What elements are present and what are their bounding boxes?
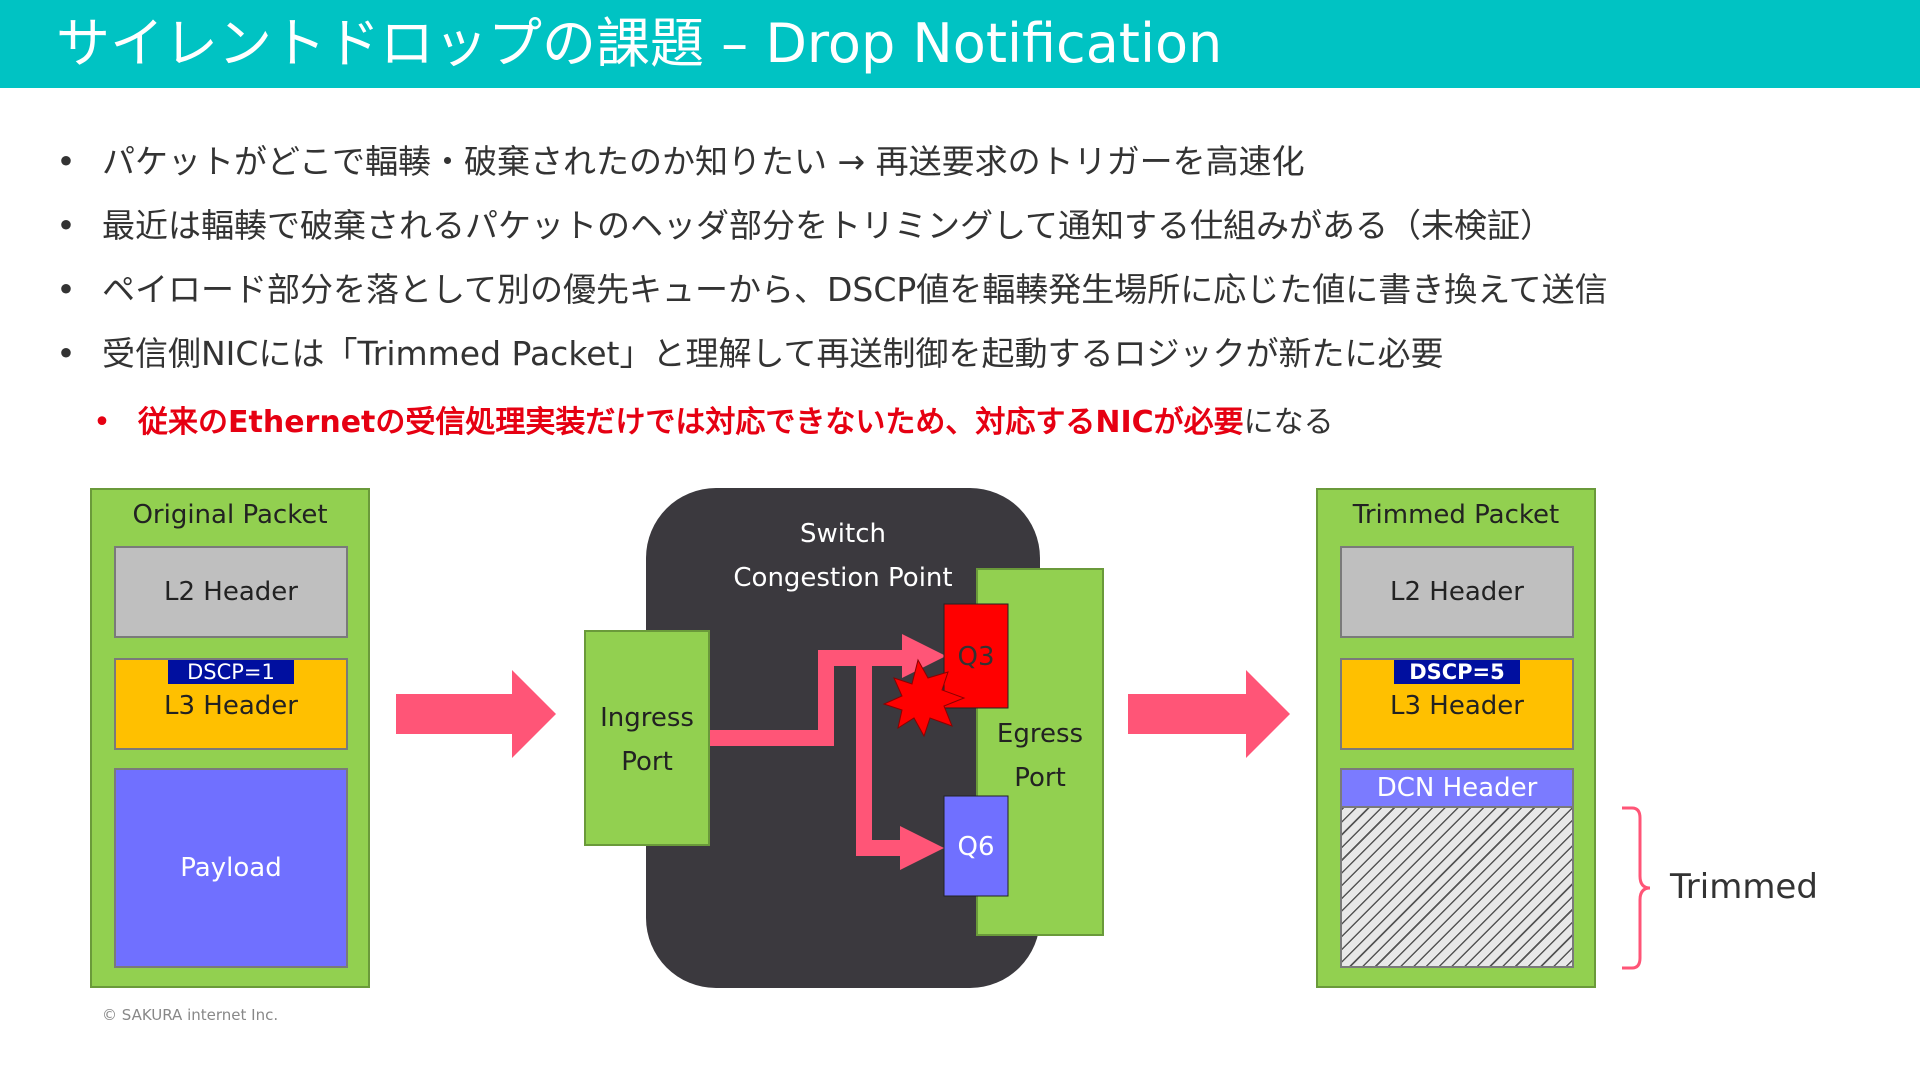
l3-header-label: L3 Header [1390, 691, 1524, 721]
q6-label: Q6 [957, 832, 995, 862]
drop-burst-icon [882, 658, 966, 738]
bullet-dot-icon: • [56, 270, 76, 309]
trimmed-packet: Trimmed Packet L2 Header DSCP=5 L3 Heade… [1316, 488, 1596, 988]
l2-header-field: L2 Header [1340, 546, 1574, 638]
bullet-dot-icon: • [93, 405, 111, 440]
bullet-dot-icon: • [56, 206, 76, 245]
original-packet: Original Packet L2 Header DSCP=1 L3 Head… [90, 488, 370, 988]
original-packet-title: Original Packet [132, 500, 328, 530]
payload-field: Payload [114, 768, 348, 968]
sub-bullet-text: 従来のEthernetの受信処理実装だけでは対応できないため、対応するNICが必… [138, 400, 1334, 446]
bullet-dot-icon: • [56, 334, 76, 373]
q3-queue [943, 603, 1009, 709]
l3-header-label: L3 Header [164, 691, 298, 721]
copyright-footer: © SAKURA internet Inc. [102, 1006, 279, 1024]
flow-arrow-icon [396, 670, 556, 758]
egress-port-label-1: Egress [996, 719, 1084, 749]
q3-label: Q3 [957, 642, 995, 672]
ingress-port-label-1: Ingress [600, 703, 694, 733]
bullet-text: ペイロード部分を落として別の優先キューから、DSCP値を輻輳発生場所に応じた値に… [102, 270, 1608, 309]
title-bar: サイレントドロップの課題 – Drop Notification [0, 0, 1920, 88]
l3-header-field: DSCP=1 L3 Header [114, 658, 348, 750]
dscp-badge: DSCP=5 [1394, 660, 1520, 684]
trimmed-packet-title: Trimmed Packet [1352, 500, 1560, 530]
ingress-port: Ingress Port [584, 630, 710, 846]
q6-queue [943, 795, 1009, 897]
slide-title: サイレントドロップの課題 – Drop Notification [56, 12, 1223, 75]
flow-arrow-icon [1128, 670, 1290, 758]
route-arrow-icon [710, 634, 946, 870]
bullet-dot-icon: • [56, 142, 76, 181]
bullet-text: パケットがどこで輻輳・破棄されたのか知りたい → 再送要求のトリガーを高速化 [102, 142, 1305, 181]
bullet-text: 受信側NICには「Trimmed Packet」と理解して再送制御を起動するロジ… [102, 334, 1444, 373]
bullet-text: 最近は輻輳で破棄されるパケットのヘッダ部分をトリミングして通知する仕組みがある（… [102, 206, 1554, 245]
dscp-badge: DSCP=1 [168, 660, 294, 684]
switch-subtitle: Congestion Point [733, 563, 953, 593]
l3-header-field: DSCP=5 L3 Header [1340, 658, 1574, 750]
trimmed-brace-icon [1622, 806, 1651, 970]
ingress-port-label-2: Port [621, 747, 673, 777]
trimmed-label: Trimmed [1670, 867, 1818, 907]
trimmed-payload-area [1340, 806, 1574, 968]
l2-header-field: L2 Header [114, 546, 348, 638]
sub-bullet-tail: になる [1243, 405, 1334, 440]
switch-title: Switch [800, 519, 886, 549]
sub-bullet-emphasis: 従来のEthernetの受信処理実装だけでは対応できないため、対応するNICが必… [138, 405, 1244, 440]
egress-port-label-2: Port [1014, 763, 1066, 793]
